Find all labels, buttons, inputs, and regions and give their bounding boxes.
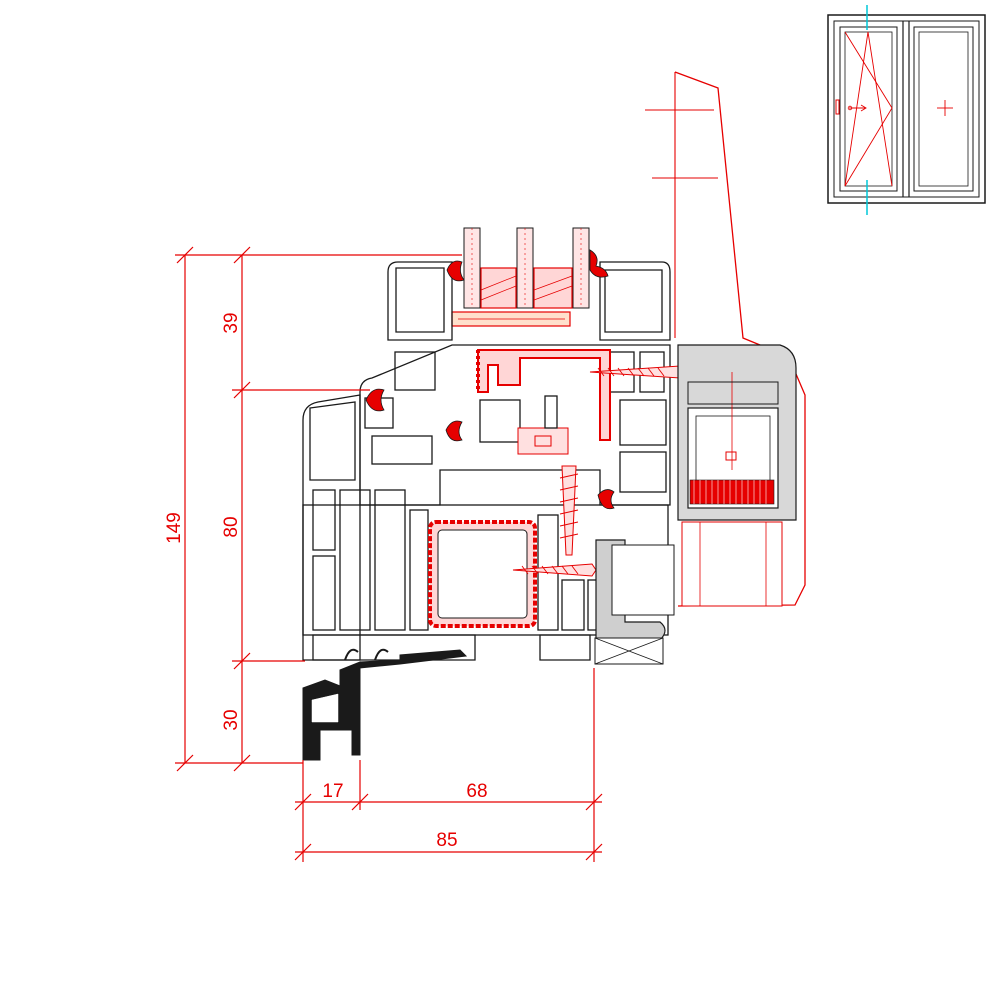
gasket-sash-stop (365, 388, 385, 412)
hinge-bracket (517, 427, 569, 455)
gasket-glazing-inner (589, 249, 609, 278)
dim-sill-depth: 17 (322, 781, 343, 802)
dim-frame-height: 80 (221, 516, 242, 537)
brush-seal (689, 479, 775, 505)
tilt-turn-triangle-icon (844, 31, 893, 187)
dim-sill-height: 30 (221, 709, 242, 730)
dimension-lines (175, 246, 603, 862)
sash-steel-reinforcement (476, 349, 611, 441)
gasket-glazing-outer (446, 260, 465, 282)
fixed-pane-cross-icon (937, 100, 953, 116)
gaskets (365, 249, 615, 510)
frame-steel-reinforcement (428, 520, 537, 628)
dim-sash-height: 39 (221, 312, 242, 333)
sill-profile (302, 648, 468, 761)
fixing-screw (559, 465, 579, 556)
window-handle-icon (835, 99, 840, 115)
glass-pane-middle (516, 227, 534, 309)
dimension-labels: 149 39 80 30 17 68 85 (164, 312, 488, 851)
glazing-bead-assembly (595, 344, 797, 641)
dim-frame-depth: 68 (466, 781, 487, 802)
key-plan (827, 5, 986, 215)
packer-block (594, 637, 664, 665)
gasket-center (445, 420, 463, 442)
hardware (512, 365, 685, 577)
glass-pane-inner (572, 227, 590, 309)
dim-overall-depth: 85 (436, 830, 457, 851)
gasket-inner (597, 489, 615, 510)
glass-pane-outer (463, 227, 481, 309)
dim-overall-height: 149 (164, 512, 185, 544)
glazing-unit (451, 227, 590, 327)
